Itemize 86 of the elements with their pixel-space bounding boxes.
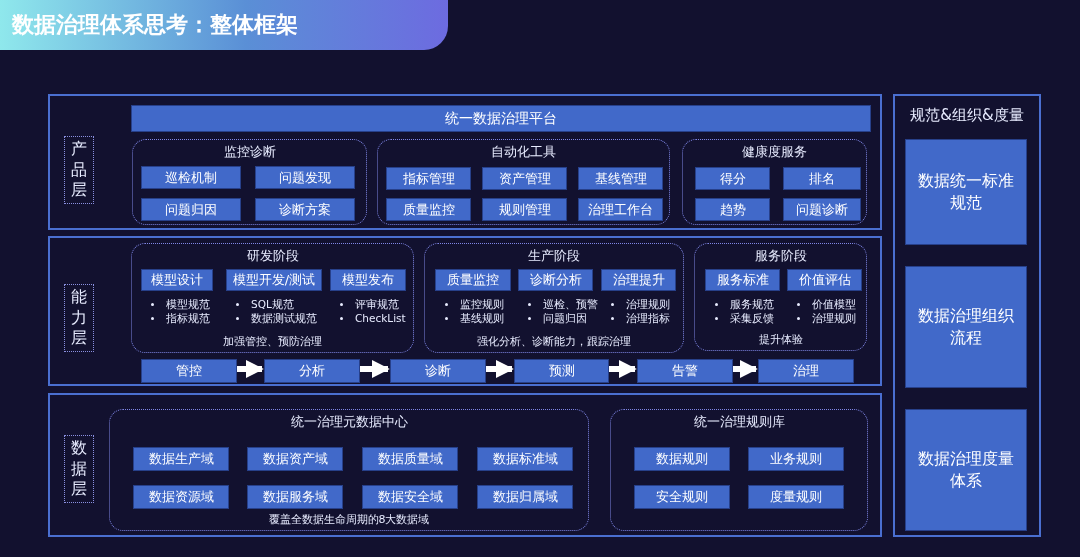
group-heading: 生产阶段 <box>527 247 581 265</box>
module-box: 数据质量域 <box>362 447 458 471</box>
pillar-box: 数据统一标准规范 <box>905 139 1027 245</box>
layer-label: 数据层 <box>64 435 94 503</box>
module-box: 模型发布 <box>330 269 406 291</box>
module-box: 度量规则 <box>748 485 844 509</box>
module-box: 数据资源域 <box>133 485 229 509</box>
group-heading: 健康度服务 <box>741 143 808 161</box>
module-box: 数据安全域 <box>362 485 458 509</box>
module-box: 排名 <box>783 167 861 190</box>
module-box: 数据规则 <box>634 447 730 471</box>
bullet-text: 价值模型 <box>812 297 856 312</box>
group-note: 强化分析、诊断能力，跟踪治理 <box>476 334 632 349</box>
module-box: 价值评估 <box>787 269 862 291</box>
module-box: 数据归属域 <box>477 485 573 509</box>
arrow <box>235 360 264 378</box>
bullet-text: 模型规范 <box>166 297 210 312</box>
bullet-text: 服务规范 <box>730 297 774 312</box>
group-heading: 研发阶段 <box>245 247 300 265</box>
module-box: 治理提升 <box>601 269 676 291</box>
bullet-text: SQL规范 <box>251 297 294 312</box>
module-box: 预测 <box>514 359 609 383</box>
arrow <box>358 360 390 378</box>
bullet-text: 巡检、预警 <box>543 297 598 312</box>
layer-label: 能力层 <box>64 284 94 352</box>
module-box: 服务标准 <box>705 269 780 291</box>
bullet-text: 数据测试规范 <box>251 311 317 326</box>
module-box: 巡检机制 <box>141 166 241 189</box>
group-heading: 自动化工具 <box>490 143 557 161</box>
module-box: 告警 <box>637 359 733 383</box>
title-banner: 数据治理体系思考：整体框架 <box>0 0 448 50</box>
module-box: 诊断方案 <box>255 198 355 221</box>
pillar-box: 数据治理组织流程 <box>905 266 1027 388</box>
bullet-text: 问题归因 <box>543 311 587 326</box>
module-box: 数据标准域 <box>477 447 573 471</box>
group-note: 覆盖全数据生命周期的8大数据域 <box>267 512 431 527</box>
module-box: 基线管理 <box>578 167 663 190</box>
group-note: 加强管控、预防治理 <box>222 334 323 349</box>
bullet-text: 评审规范 <box>355 297 399 312</box>
group-heading: 统一治理规则库 <box>692 413 786 431</box>
module-box: 管控 <box>141 359 237 383</box>
group-heading: 服务阶段 <box>753 247 808 265</box>
module-box: 指标管理 <box>386 167 471 190</box>
module-box: 诊断分析 <box>518 269 593 291</box>
bullet-text: CheckList <box>355 311 406 326</box>
module-box: 得分 <box>695 167 770 190</box>
module-box: 模型设计 <box>141 269 213 291</box>
platform-bar: 统一数据治理平台 <box>131 105 871 132</box>
group-heading: 统一治理元数据中心 <box>289 413 409 431</box>
layer-panel <box>48 236 882 386</box>
bullet-text: 治理规则 <box>626 297 670 312</box>
module-box: 数据资产域 <box>247 447 343 471</box>
bullet-text: 指标规范 <box>166 311 210 326</box>
pillar-box: 数据治理度量体系 <box>905 409 1027 531</box>
layer-label: 产品层 <box>64 136 94 204</box>
arrow <box>731 360 758 378</box>
module-box: 资产管理 <box>482 167 567 190</box>
module-box: 治理 <box>758 359 854 383</box>
group-heading: 规范&组织&度量 <box>909 106 1025 125</box>
module-box: 问题归因 <box>141 198 241 221</box>
module-box: 规则管理 <box>482 198 567 221</box>
bullet-text: 基线规则 <box>460 311 504 326</box>
group-heading: 监控诊断 <box>222 143 277 161</box>
group-note: 提升体验 <box>757 332 804 347</box>
bullet-text: 治理指标 <box>626 311 670 326</box>
module-box: 数据服务域 <box>247 485 343 509</box>
module-box: 安全规则 <box>634 485 730 509</box>
arrow <box>484 360 514 378</box>
bullet-text: 治理规则 <box>812 311 856 326</box>
module-box: 诊断 <box>390 359 486 383</box>
bullet-text: 监控规则 <box>460 297 504 312</box>
bullet-text: 采集反馈 <box>730 311 774 326</box>
layer-panel <box>48 393 882 537</box>
module-box: 分析 <box>264 359 360 383</box>
module-box: 数据生产域 <box>133 447 229 471</box>
module-box: 问题发现 <box>255 166 355 189</box>
module-box: 问题诊断 <box>783 198 861 221</box>
module-box: 趋势 <box>695 198 770 221</box>
side-panel <box>893 94 1041 537</box>
module-box: 质量监控 <box>435 269 511 291</box>
arrow <box>607 360 637 378</box>
module-box: 业务规则 <box>748 447 844 471</box>
module-box: 质量监控 <box>386 198 471 221</box>
module-box: 治理工作台 <box>578 198 663 221</box>
module-box: 模型开发/测试 <box>226 269 322 291</box>
layer-panel <box>48 94 882 230</box>
